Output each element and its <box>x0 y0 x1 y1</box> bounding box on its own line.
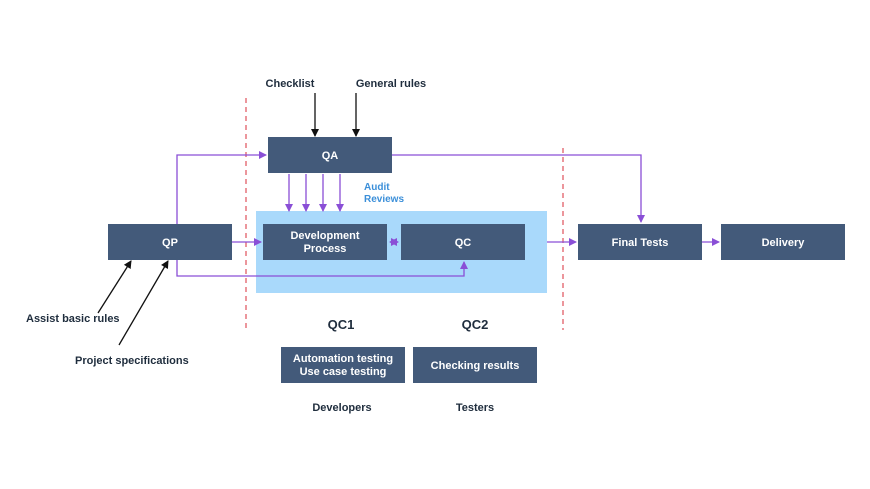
development-process-box: Development Process <box>263 224 387 260</box>
qc-label: QC <box>455 237 472 249</box>
arrow-project-specs-to-qp <box>118 260 169 346</box>
arrow-qa-to-final-tests <box>392 154 645 223</box>
qa-label: QA <box>322 150 339 162</box>
development-process-label-line1: Development <box>290 230 359 242</box>
development-process-label-line2: Process <box>304 243 347 255</box>
qc-box: QC <box>401 224 525 260</box>
use-case-testing-label: Use case testing <box>300 366 387 378</box>
checking-results-box: Checking results <box>413 347 537 383</box>
qc2-label: QC2 <box>462 317 489 332</box>
final-tests-label: Final Tests <box>612 237 669 249</box>
qp-box: QP <box>108 224 232 260</box>
checklist-label: Checklist <box>266 78 315 90</box>
automation-testing-box: Automation testing Use case testing <box>281 347 405 383</box>
delivery-box: Delivery <box>721 224 845 260</box>
checking-results-label: Checking results <box>431 360 520 372</box>
qa-box: QA <box>268 137 392 173</box>
general-rules-label: General rules <box>356 78 426 90</box>
automation-testing-label: Automation testing <box>293 353 393 365</box>
reviews-label: Reviews <box>364 194 404 205</box>
arrow-qp-to-qc <box>176 260 468 277</box>
qp-label: QP <box>162 237 178 249</box>
testers-label: Testers <box>456 402 494 414</box>
developers-label: Developers <box>312 402 371 414</box>
arrow-assist-rules-to-qp <box>97 260 132 314</box>
audit-label: Audit <box>364 182 390 193</box>
arrow-qp-to-qa <box>176 151 267 224</box>
project-specifications-label: Project specifications <box>75 355 189 367</box>
qc1-label: QC1 <box>328 317 355 332</box>
assist-basic-rules-label: Assist basic rules <box>26 313 120 325</box>
delivery-label: Delivery <box>762 237 806 249</box>
final-tests-box: Final Tests <box>578 224 702 260</box>
